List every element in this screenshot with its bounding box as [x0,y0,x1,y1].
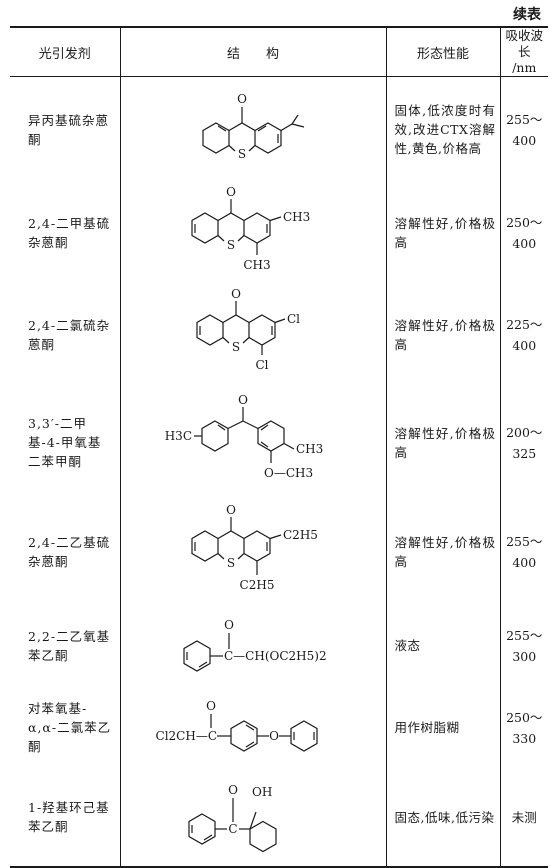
absorption-range-end: 400 [512,132,537,148]
table-continued-caption: 续表 [513,7,541,23]
row-absorption: 255～ 300 [500,605,548,687]
isopropylthioxanthone-structure: O S [202,92,305,161]
row-name: 1-羟基环己基苯乙酮 [10,768,121,868]
row-absorption: 225～ 400 [500,283,548,387]
header-name: 光引发剂 [10,26,121,77]
header-absorption-line1: 吸收波长 [505,28,543,59]
oxygen-label: O [228,783,238,797]
row-absorption: 255～ 400 [500,77,548,183]
absorption-range-start: 255～ [506,533,543,549]
absorption-range-start: 200～ [506,424,543,440]
hydroxyl-label: OH [252,785,272,799]
header-absorption-line2: /nm [512,60,537,75]
absorption-range-start: 255～ [506,627,543,643]
row-structure: O H3C CH3 O—CH3 [120,386,387,499]
oxygen-label: O [238,393,248,407]
diethylthioxanthone-structure: O S C2H5 C2H5 [191,503,318,592]
ethyl-label-4: C2H5 [240,578,275,592]
sulfur-label: S [227,238,235,252]
absorption-range-start: 250～ [506,709,543,725]
absorption-range-end: 325 [512,445,537,461]
row-properties: 溶解性好,价格极高 [386,498,501,605]
row-properties: 用作树脂糊 [386,686,501,769]
absorption-range-end: 400 [512,554,537,570]
ether-oxygen-label: O [269,729,279,743]
oxygen-label: O [226,185,236,199]
row-name: 2,4-二乙基硫杂蒽酮 [10,498,121,605]
methyl-label-right: CH3 [296,442,323,456]
row-absorption: 200～ 325 [500,387,548,499]
absorption-range-start: 250～ [506,214,543,230]
sulfur-label: S [232,340,240,354]
absorption-range-end: 330 [512,730,537,746]
row-absorption: 250～ 330 [500,687,548,769]
table-row: 对苯氧基-α,α-二氯苯乙酮 O Cl2CH—C O [10,686,548,769]
sulfur-label: S [238,147,246,161]
diethoxy-chain-label: C—CH(OC2H5)2 [224,649,327,663]
absorption-range-start: 225～ [506,316,543,332]
row-name: 2,4-二甲基硫杂蒽酮 [10,182,121,283]
oxygen-label: O [226,503,236,517]
row-structure: O S [120,76,387,183]
table-row: 3,3′-二甲基-4-甲氧基二苯甲酮 O H3C CH3 O—CH3 [10,386,548,499]
row-structure: O OH C [120,768,387,868]
table-row: 异丙基硫杂蒽酮 O S 固体,低浓度时有效 [10,76,548,183]
row-name: 2,2-二乙氧基苯乙酮 [10,604,121,687]
row-properties: 溶解性好,价格极高 [386,386,501,499]
row-name: 异丙基硫杂蒽酮 [10,76,121,183]
methyl-label-left: H3C [165,429,192,443]
methyl-label-4: CH3 [243,258,270,272]
phenoxydichloroacetophenone-structure: O Cl2CH—C O [156,699,318,752]
row-properties: 固体,低浓度时有效,改进CTX溶解性,黄色,价格高 [386,76,501,183]
header-structure: 结 构 [120,26,387,77]
absorption-range-end: 400 [512,235,537,251]
row-properties: 液态 [386,604,501,687]
row-absorption: 未测 [500,768,548,868]
table-row: 1-羟基环己基苯乙酮 O OH C 固态,低味,低污染 未 [10,768,548,868]
dichlorothioxanthone-structure: O S Cl Cl [196,287,300,372]
oxygen-label: O [237,92,247,106]
chloro-label-4: Cl [255,358,268,372]
oxygen-label: O [224,618,234,632]
row-properties: 溶解性好,价格极高 [386,282,501,387]
row-name: 2,4-二氯硫杂蒽酮 [10,282,121,387]
row-name: 3,3′-二甲基-4-甲氧基二苯甲酮 [10,386,121,499]
photoinitiator-table: 光引发剂 结 构 形态性能 吸收波长 /nm 异丙基硫杂蒽酮 [10,26,548,868]
chloro-label-2: Cl [287,312,300,326]
dimethylmethoxybenzophenone-structure: O H3C CH3 O—CH3 [165,393,324,480]
header-properties: 形态性能 [386,26,501,77]
hydroxycyclohexylphenylketone-structure: O OH C [188,783,277,853]
table-row: 2,4-二氯硫杂蒽酮 O S Cl Cl [10,282,548,387]
header-row: 光引发剂 结 构 形态性能 吸收波长 /nm [10,26,548,77]
row-structure: O S CH3 CH3 [120,182,387,283]
absorption-range-end: 400 [512,337,537,353]
row-absorption: 250～ 400 [500,183,548,283]
row-name: 对苯氧基-α,α-二氯苯乙酮 [10,686,121,769]
table-row: 2,4-二甲基硫杂蒽酮 O S CH3 CH3 [10,182,548,283]
absorption-range-start: 未测 [511,809,537,825]
table-row: 2,2-二乙氧基苯乙酮 O C—CH(OC2H5)2 液态 255～ 300 [10,604,548,687]
oxygen-label: O [231,287,241,301]
ethyl-label-2: C2H5 [283,528,318,542]
row-structure: O Cl2CH—C O [120,686,387,769]
methyl-label-2: CH3 [283,210,310,224]
dimethylthioxanthone-structure: O S CH3 CH3 [191,185,310,272]
sulfur-label: S [227,556,235,570]
oxygen-label: O [206,699,216,713]
dichloromethyl-label: Cl2CH—C [156,729,217,743]
row-absorption: 255～ 400 [500,499,548,605]
table-row: 2,4-二乙基硫杂蒽酮 O S C2H5 C2H5 [10,498,548,605]
absorption-range-start: 255～ [506,111,543,127]
row-structure: O C—CH(OC2H5)2 [120,604,387,687]
row-properties: 固态,低味,低污染 [386,768,501,868]
methoxy-label: O—CH3 [264,466,313,480]
diethoxyacetophenone-structure: O C—CH(OC2H5)2 [183,618,327,672]
row-structure: O S Cl Cl [120,282,387,387]
row-properties: 溶解性好,价格极高 [386,182,501,283]
header-absorption: 吸收波长 /nm [500,26,548,77]
carbonyl-carbon-label: C [228,822,237,836]
absorption-range-end: 300 [512,648,537,664]
row-structure: O S C2H5 C2H5 [120,498,387,605]
